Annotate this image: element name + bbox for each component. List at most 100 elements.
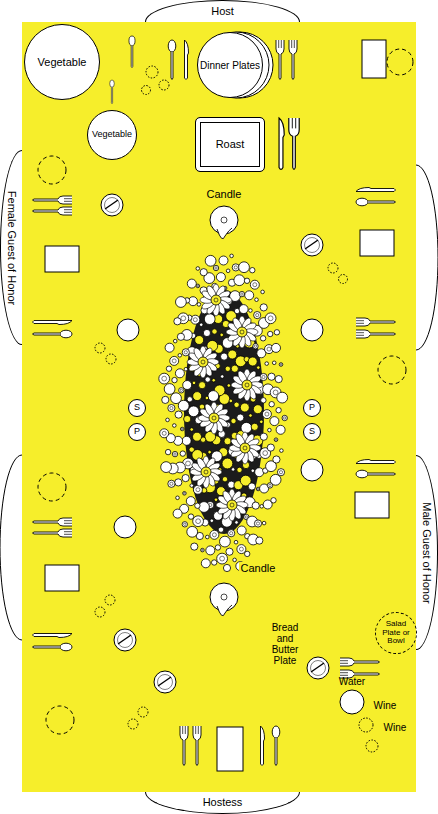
centerpiece-part (253, 405, 262, 414)
host-setting (129, 36, 135, 68)
vegetable-dish: Vegetable (24, 24, 100, 100)
place-setting (356, 330, 396, 338)
centerpiece-part (162, 376, 167, 381)
daisy-center (242, 380, 252, 390)
centerpiece-part (182, 522, 187, 527)
centerpiece-part (275, 376, 282, 383)
place-setting (106, 354, 116, 364)
centerpiece-part (239, 305, 248, 314)
centerpiece-part (231, 418, 236, 423)
centerpiece-part (184, 415, 191, 422)
centerpiece-part (251, 423, 258, 430)
centerpiece-part (260, 420, 264, 424)
centerpiece-part (269, 484, 271, 486)
centerpiece-part (230, 532, 233, 535)
daisy-center (214, 298, 218, 302)
centerpiece-part (272, 361, 276, 365)
label-text: Bread and Butter Plate (272, 622, 299, 666)
centerpiece-part (162, 396, 169, 403)
centerpiece-part (244, 278, 249, 283)
centerpiece-part (177, 333, 184, 340)
centerpiece-part (220, 536, 231, 547)
place-setting (378, 356, 406, 384)
centerpiece-part (189, 447, 194, 452)
centerpiece-part (216, 273, 225, 282)
centerpiece-part (239, 291, 244, 296)
label-text: Candle (239, 562, 278, 574)
centerpiece-part (183, 492, 187, 496)
place-setting (328, 263, 338, 273)
table-top (22, 22, 416, 792)
chair (0, 455, 22, 640)
centerpiece-part (249, 414, 253, 418)
centerpiece-part (208, 450, 212, 454)
centerpiece-part (254, 345, 256, 347)
centerpiece-part (182, 349, 189, 356)
centerpiece-part (276, 425, 285, 434)
centerpiece-part (229, 399, 233, 403)
place-setting (217, 727, 243, 771)
centerpiece-part (172, 377, 177, 382)
centerpiece-part (210, 519, 214, 523)
node-text: Male Guest of Honor (420, 502, 432, 604)
host-setting (146, 66, 158, 78)
centerpiece-part (184, 523, 186, 525)
centerpiece-part (205, 396, 209, 400)
centerpiece-part (262, 375, 265, 378)
place-setting (38, 473, 66, 501)
centerpiece-part (250, 268, 255, 273)
centerpiece-part (184, 290, 264, 534)
place-setting (180, 726, 188, 766)
centerpiece-part (210, 530, 219, 539)
centerpiece-part (206, 535, 210, 539)
place-setting (33, 634, 73, 638)
centerpiece-part (280, 364, 282, 366)
centerpiece-part (234, 540, 238, 544)
item-label: Bread and Butter Plate (264, 622, 306, 666)
centerpiece-part (199, 382, 206, 389)
centerpiece-part (223, 564, 230, 571)
centerpiece-part (270, 474, 281, 485)
centerpiece-part (227, 384, 231, 388)
centerpiece-part (176, 297, 187, 308)
daisy-center (201, 360, 205, 364)
centerpiece-part (215, 545, 220, 550)
centerpiece-part (279, 363, 283, 367)
place-setting (33, 643, 73, 651)
salad-plate: Salad Plate or Bowl (375, 612, 417, 654)
candle (221, 217, 227, 223)
centerpiece-part (200, 269, 207, 276)
centerpiece-part (175, 411, 182, 418)
place-setting (339, 275, 348, 284)
daisy-center (201, 467, 211, 477)
centerpiece-part (219, 256, 228, 265)
place-setting (355, 492, 389, 518)
place-setting (154, 671, 176, 693)
centerpiece-part (248, 357, 257, 366)
centerpiece-part (220, 375, 224, 379)
item-label: Wine (380, 722, 410, 733)
centerpiece-part (201, 468, 210, 477)
place-setting (128, 719, 138, 729)
place-setting (114, 629, 136, 651)
centerpiece-part (175, 479, 182, 486)
centerpiece-part (249, 309, 253, 313)
place-setting (261, 726, 265, 766)
daisy-center (227, 500, 237, 510)
centerpiece-part (280, 449, 284, 453)
centerpiece-part (187, 397, 192, 402)
centerpiece-part (160, 429, 169, 438)
centerpiece-part (182, 436, 191, 445)
centerpiece-part (193, 392, 202, 401)
centerpiece-part (226, 548, 233, 555)
centerpiece-part (180, 451, 185, 456)
host-setting (362, 40, 386, 78)
centerpiece-part (170, 356, 179, 365)
centerpiece-part (234, 266, 237, 269)
centerpiece-part (256, 537, 263, 544)
centerpiece-part (257, 366, 261, 370)
centerpiece-part (220, 556, 225, 561)
place-setting (114, 516, 136, 538)
